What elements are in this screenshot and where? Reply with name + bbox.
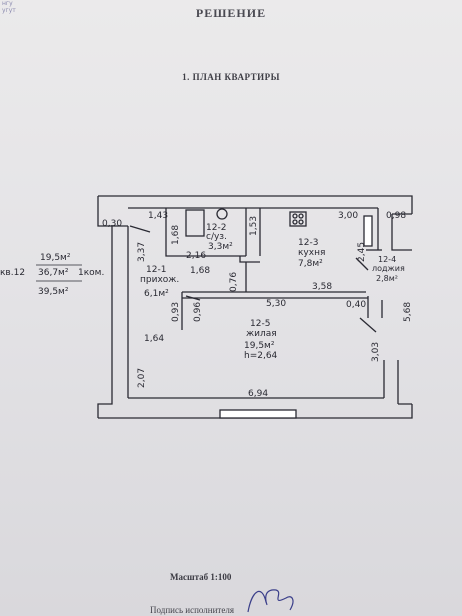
dim-1-68-vertical: 1,68	[171, 225, 181, 245]
room-bath-area: 3,3м²	[208, 242, 233, 252]
dim-1-68-horizontal: 1,68	[190, 266, 210, 276]
room-loggia-name: лоджия	[372, 264, 405, 273]
bottom-outer-wall	[98, 404, 413, 419]
top-left-wall-step	[97, 196, 128, 227]
room-kitchen-number: 12-3	[298, 238, 318, 248]
room-hall: 12-1 прихож. 6,1м²	[140, 265, 179, 299]
room-loggia-area: 2,8м²	[376, 274, 398, 283]
room-kitchen-area: 7,8м²	[298, 259, 323, 269]
dim-0-96: 0,96	[193, 302, 203, 322]
window-loggia	[363, 215, 373, 247]
room-living-height: h=2,64	[244, 351, 278, 361]
loggia-walls	[377, 208, 412, 251]
dim-0-30: 0,30	[102, 219, 122, 229]
scale-label: Масштаб 1:100	[170, 572, 232, 582]
dim-3-37: 3,37	[137, 242, 147, 262]
room-living-number: 12-5	[250, 319, 270, 329]
window-bottom	[219, 409, 297, 419]
dim-5-68: 5,68	[403, 302, 413, 322]
loggia-door	[359, 317, 377, 333]
corner-stamp-line-1: нгу	[2, 0, 13, 7]
room-kitchen-name: кухня	[298, 248, 325, 258]
room-bath-number: 12-2	[206, 223, 226, 233]
dim-1-43: 1,43	[148, 211, 168, 221]
apartment-label: кв.12	[0, 268, 25, 278]
right-lower-wall	[383, 360, 412, 405]
entry-door	[129, 225, 151, 233]
room-living: 12-5 жилая 19,5м² h=2,64	[244, 319, 278, 361]
signature-caption: Подпись исполнителя	[150, 605, 234, 615]
room-hall-area: 6,1м²	[144, 289, 169, 299]
room-loggia-number: 12-4	[378, 255, 396, 264]
room-kitchen: 12-3 кухня 7,8м²	[298, 238, 325, 269]
bath-bottom-wall	[239, 256, 260, 263]
bathtub	[185, 209, 205, 237]
signature	[247, 589, 294, 613]
room-count-value: 1ком.	[78, 268, 104, 278]
room-hall-number: 12-1	[146, 265, 166, 275]
dim-2-16: 2,16	[186, 251, 206, 261]
corner-stamp: нгу угут	[2, 0, 16, 14]
dim-3-00: 3,00	[338, 211, 358, 221]
section-title: 1. ПЛАН КВАРТИРЫ	[182, 72, 280, 82]
living-area-value: 19,5м²	[40, 253, 71, 263]
dimensions: 0,30 1,43 3,00 0,98 2,16 1,68 3,58 5,30 …	[102, 211, 413, 399]
stove	[289, 211, 307, 227]
dim-0-40: 0,40	[346, 300, 366, 310]
total-area-value: 36,7м²	[38, 268, 69, 278]
dim-1-64: 1,64	[144, 334, 164, 344]
dim-0-93: 0,93	[171, 302, 181, 322]
living-door	[185, 295, 201, 301]
room-living-area: 19,5м²	[244, 341, 275, 351]
dim-3-03: 3,03	[371, 342, 381, 362]
bath-right-wall	[245, 208, 261, 256]
dim-1-53: 1,53	[249, 216, 259, 236]
kitchen-living-wall	[182, 291, 368, 299]
bath-left-wall	[165, 208, 246, 257]
kitchen-door	[355, 257, 369, 271]
dim-2-07: 2,07	[137, 368, 147, 388]
toilet	[216, 208, 228, 220]
top-outer-wall	[98, 195, 413, 214]
dim-6-94: 6,94	[248, 389, 268, 399]
document-heading: РЕШЕНИЕ	[195, 6, 267, 20]
dim-0-98: 0,98	[386, 211, 406, 221]
right-mid-wall	[367, 296, 383, 318]
dim-3-58: 3,58	[312, 282, 332, 292]
full-area-value: 39,5м²	[38, 287, 69, 297]
room-loggia: 12-4 лоджия 2,8м²	[372, 255, 405, 283]
room-bath: 12-2 с/уз. 3,3м²	[206, 223, 233, 252]
left-outer-wall	[97, 226, 113, 418]
room-hall-name: прихож.	[140, 275, 179, 285]
dim-0-76: 0,76	[229, 272, 239, 292]
room-bath-name: с/уз.	[206, 232, 227, 242]
room-living-name: жилая	[246, 329, 277, 339]
dim-5-30: 5,30	[266, 299, 286, 309]
corner-stamp-line-2: угут	[2, 7, 16, 14]
apartment-summary: кв.12 19,5м² 36,7м² 1ком. 39,5м²	[0, 253, 104, 297]
dim-2-45: 2,45	[357, 242, 367, 262]
